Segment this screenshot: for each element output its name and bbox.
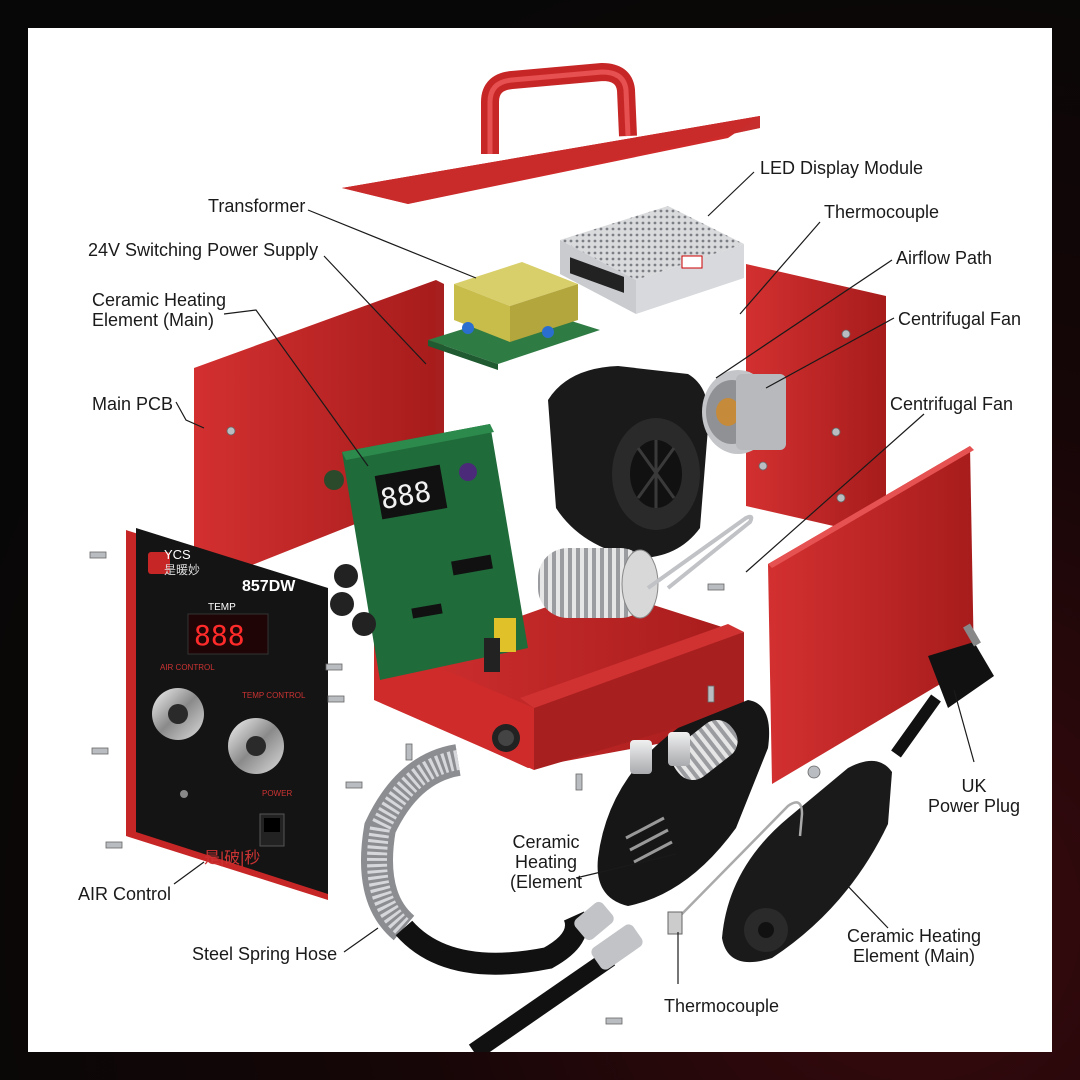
label-ceramic-heating-main-top: Ceramic Heating Element (Main) <box>92 290 226 330</box>
label-centrifugal-fan-2: Centrifugal Fan <box>890 394 1014 414</box>
panel-power-label: POWER <box>262 789 293 798</box>
transformer-assembly <box>428 262 600 370</box>
front-control-panel <box>126 528 328 900</box>
label-thermocouple-bottom: Thermocouple <box>664 996 780 1016</box>
label-steel-spring-hose: Steel Spring Hose <box>192 944 338 964</box>
thermocouple-probe <box>667 801 804 935</box>
bottom-chassis <box>374 588 744 770</box>
label-ceramic-heating-main-bottom: Ceramic Heating Element (Main) <box>834 926 994 966</box>
label-line: UK <box>961 776 987 796</box>
top-lid <box>342 63 760 204</box>
label-line: Power Plug <box>927 796 1021 817</box>
handle-shell-open <box>597 700 770 906</box>
label-transformer: Transformer <box>208 196 306 216</box>
label-switching-power-supply: 24V Switching Power Supply <box>88 240 319 260</box>
leader-lines <box>173 171 975 984</box>
panel-footer-text: 是|破|秒 <box>204 850 261 867</box>
panel-air-control-label: AIR CONTROL <box>160 663 215 672</box>
label-main-pcb: Main PCB <box>92 394 174 414</box>
panel-brand: YCS <box>164 547 191 562</box>
label-line: Element (Main) <box>92 310 215 331</box>
label-led-display-module: LED Display Module <box>760 158 924 178</box>
screws <box>89 551 821 1025</box>
heating-element-coil <box>538 514 754 619</box>
steel-spring-hose <box>361 744 643 1052</box>
front-right-panel <box>768 446 974 784</box>
label-line: Heating <box>514 852 578 873</box>
label-line: Ceramic <box>512 832 580 852</box>
label-thermocouple-top: Thermocouple <box>824 202 940 222</box>
label-line: Ceramic Heating <box>92 290 227 310</box>
label-airflow-path: Airflow Path <box>896 248 993 268</box>
label-uk-power-plug: UK Power Plug <box>924 776 1024 816</box>
label-line: Element (Main) <box>852 946 976 967</box>
panel-temp-display: 888 <box>194 619 245 652</box>
diagram-canvas: 888 <box>28 28 1052 1052</box>
right-back-panel <box>746 264 886 538</box>
exploded-view-illustration: 888 <box>89 63 994 1052</box>
label-ceramic-heating-element: Ceramic Heating (Element <box>496 832 596 892</box>
main-pcb: 888 <box>324 424 528 680</box>
handle-shell-half <box>722 760 892 963</box>
label-line: (Element <box>509 872 583 893</box>
blower-fan <box>548 366 709 558</box>
panel-brand-sub: 是暖妙 <box>164 563 201 577</box>
label-line: Ceramic Heating <box>846 926 982 946</box>
panel-model: 857DW <box>242 578 296 595</box>
panel-temp-control-label: TEMP CONTROL <box>242 691 306 700</box>
switching-power-supply <box>560 206 744 314</box>
label-centrifugal-fan-1: Centrifugal Fan <box>898 309 1022 329</box>
nozzles <box>630 732 690 774</box>
uk-power-plug <box>891 623 994 758</box>
fan-motor <box>702 370 786 454</box>
label-air-control: AIR Control <box>78 884 172 904</box>
panel-temp-label: TEMP <box>208 602 236 613</box>
